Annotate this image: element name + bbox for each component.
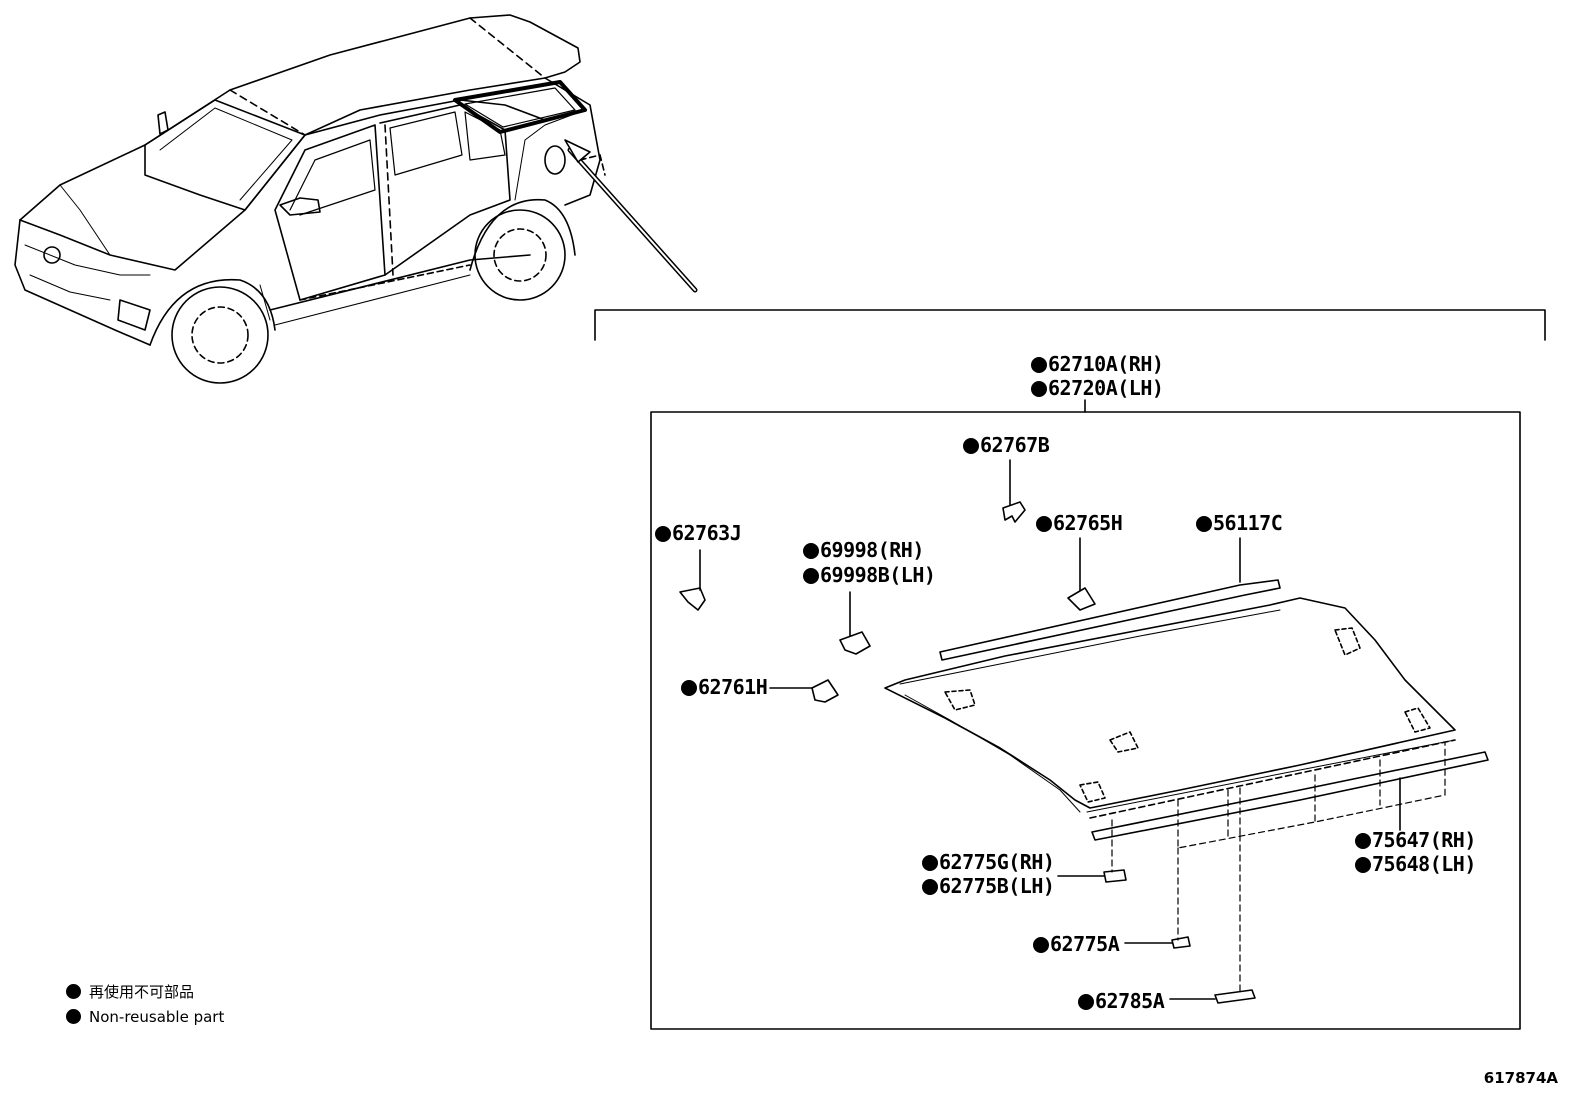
non-reusable-dot-icon bbox=[963, 438, 979, 454]
part-label-62767B: 62767B bbox=[963, 433, 1050, 457]
part-label-62775A: 62775A bbox=[1033, 932, 1120, 956]
non-reusable-dot-icon bbox=[1031, 381, 1047, 397]
legend-line-japanese: 再使用不可部品 bbox=[66, 982, 194, 1002]
part-label-75647: 75647(RH) bbox=[1355, 828, 1476, 852]
non-reusable-dot-icon bbox=[681, 680, 697, 696]
clip-62765H bbox=[1067, 537, 1096, 611]
part-label-62720A: 62720A(LH) bbox=[1031, 376, 1164, 400]
clip-69998 bbox=[839, 591, 871, 655]
part-label-62763J: 62763J bbox=[655, 521, 742, 545]
non-reusable-dot-icon bbox=[1078, 994, 1094, 1010]
non-reusable-dot-icon bbox=[1036, 516, 1052, 532]
non-reusable-dot-icon bbox=[1033, 937, 1049, 953]
part-label-56117C: 56117C bbox=[1196, 511, 1283, 535]
non-reusable-dot-icon bbox=[803, 568, 819, 584]
part-label-62785A: 62785A bbox=[1078, 989, 1165, 1013]
part-label-62765H: 62765H bbox=[1036, 511, 1123, 535]
non-reusable-dot-icon bbox=[922, 879, 938, 895]
callout-bracket bbox=[594, 309, 1546, 341]
legend-dot-icon bbox=[66, 1009, 81, 1024]
legend-line-english: Non-reusable part bbox=[66, 1007, 224, 1027]
non-reusable-dot-icon bbox=[1031, 357, 1047, 373]
clip-62767B bbox=[1002, 459, 1026, 523]
lower-molding bbox=[1091, 751, 1489, 841]
part-label-62710A: 62710A(RH) bbox=[1031, 352, 1164, 376]
clip-62775A bbox=[1124, 936, 1191, 949]
upper-molding bbox=[939, 579, 1281, 661]
vehicle-illustration bbox=[14, 14, 698, 384]
legend-dot-icon bbox=[66, 984, 81, 999]
non-reusable-dot-icon bbox=[803, 543, 819, 559]
non-reusable-dot-icon bbox=[655, 526, 671, 542]
non-reusable-dot-icon bbox=[1355, 857, 1371, 873]
non-reusable-dot-icon bbox=[922, 855, 938, 871]
dashed-guides bbox=[1111, 741, 1446, 993]
non-reusable-dot-icon bbox=[1355, 833, 1371, 849]
part-label-69998B: 69998B(LH) bbox=[803, 563, 936, 587]
clip-62763J bbox=[679, 549, 706, 611]
quarter-glass bbox=[884, 597, 1456, 819]
part-label-75648: 75648(LH) bbox=[1355, 852, 1476, 876]
part-label-62775G: 62775G(RH) bbox=[922, 850, 1055, 874]
clip-62785A bbox=[1169, 989, 1256, 1004]
part-label-69998: 69998(RH) bbox=[803, 538, 924, 562]
clip-62761H bbox=[769, 679, 839, 703]
non-reusable-dot-icon bbox=[1196, 516, 1212, 532]
clip-62775G bbox=[1057, 869, 1127, 883]
part-label-62775B: 62775B(LH) bbox=[922, 874, 1055, 898]
part-label-62761H: 62761H bbox=[681, 675, 768, 699]
reference-code: 617874A bbox=[1483, 1069, 1558, 1087]
